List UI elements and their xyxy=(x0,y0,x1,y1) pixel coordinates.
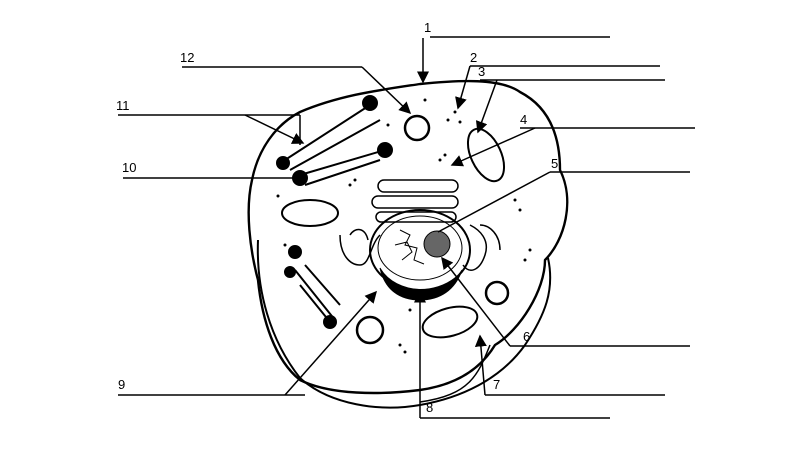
label-1: 1 xyxy=(424,20,432,35)
label-3: 3 xyxy=(478,64,486,79)
label-2: 2 xyxy=(470,50,478,65)
label-6: 6 xyxy=(523,329,531,344)
label-lines xyxy=(118,36,695,419)
label-11: 11 xyxy=(116,98,130,113)
mitochondria xyxy=(281,127,506,339)
golgi-apparatus xyxy=(276,95,393,329)
cell-outer-edge xyxy=(256,239,552,409)
ribosomes xyxy=(276,98,532,354)
label-10: 10 xyxy=(122,160,137,175)
label-4: 4 xyxy=(520,112,528,127)
nucleus xyxy=(369,209,471,301)
endoplasmic-reticulum xyxy=(339,179,501,271)
label-8: 8 xyxy=(426,400,434,415)
lysosomes xyxy=(355,114,510,345)
nucleolus xyxy=(423,230,451,258)
label-12: 12 xyxy=(180,50,195,65)
label-7: 7 xyxy=(493,377,501,392)
label-9: 9 xyxy=(118,377,126,392)
label-5: 5 xyxy=(551,156,559,171)
cell-membrane xyxy=(247,79,569,395)
